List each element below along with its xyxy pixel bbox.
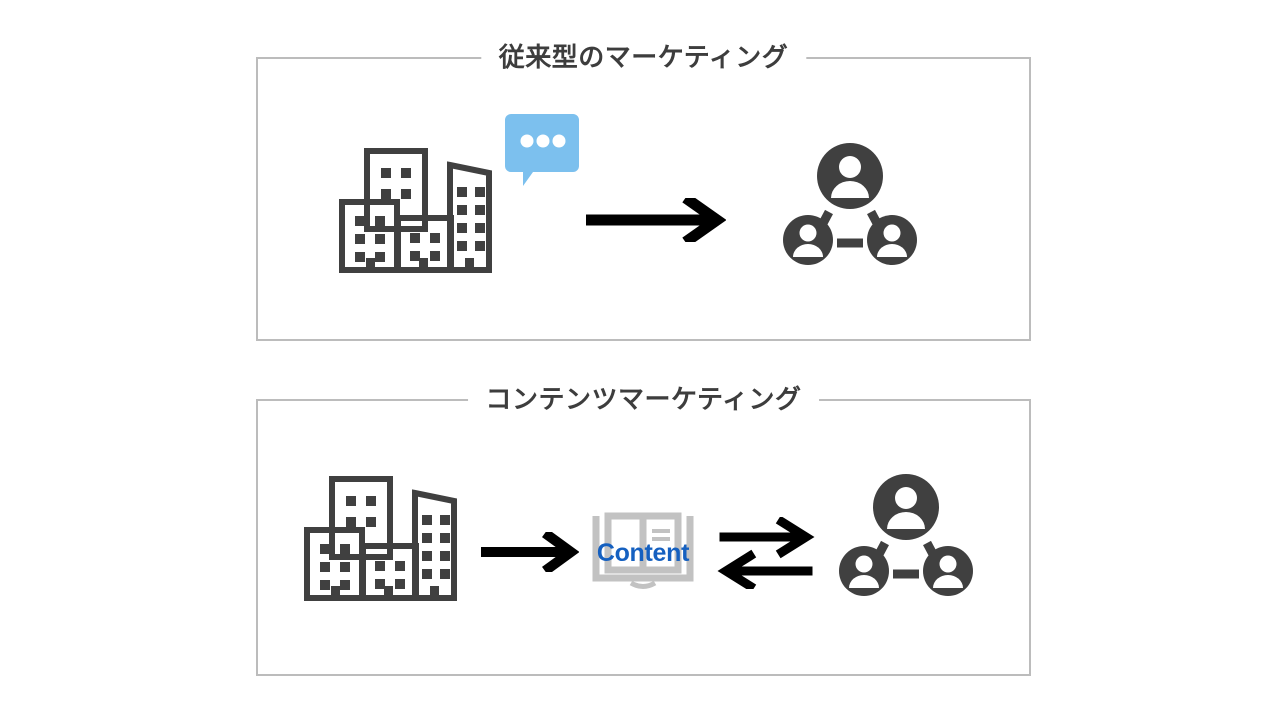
people-network-icon-content — [837, 471, 975, 597]
arrow-left-lower — [717, 549, 813, 593]
arrow-right-upper — [719, 515, 815, 559]
person-avatar — [867, 215, 917, 265]
people-network-icon-traditional — [781, 140, 919, 266]
panel-content-marketing: コンテンツマーケティング — [256, 384, 1031, 676]
arrow-bidirectional-content — [716, 515, 816, 593]
open-book-icon: Content — [591, 508, 695, 596]
arrow-right-traditional — [583, 193, 727, 247]
person-avatar — [817, 143, 883, 209]
person-avatar — [873, 474, 939, 540]
person-avatar — [923, 546, 973, 596]
bubble-dots-icon — [520, 134, 566, 148]
content-label: Content — [596, 539, 690, 567]
arrow-right-content — [479, 529, 580, 575]
panel-title-content: コンテンツマーケティング — [467, 384, 820, 414]
person-avatar — [839, 546, 889, 596]
speech-bubble-icon — [505, 114, 579, 186]
panel-title-traditional: 従来型のマーケティング — [480, 42, 807, 72]
person-avatar — [783, 215, 833, 265]
buildings-icon — [337, 146, 497, 278]
panel-traditional-marketing: 従来型のマーケティング — [256, 42, 1031, 341]
buildings-icon-content — [302, 474, 462, 606]
